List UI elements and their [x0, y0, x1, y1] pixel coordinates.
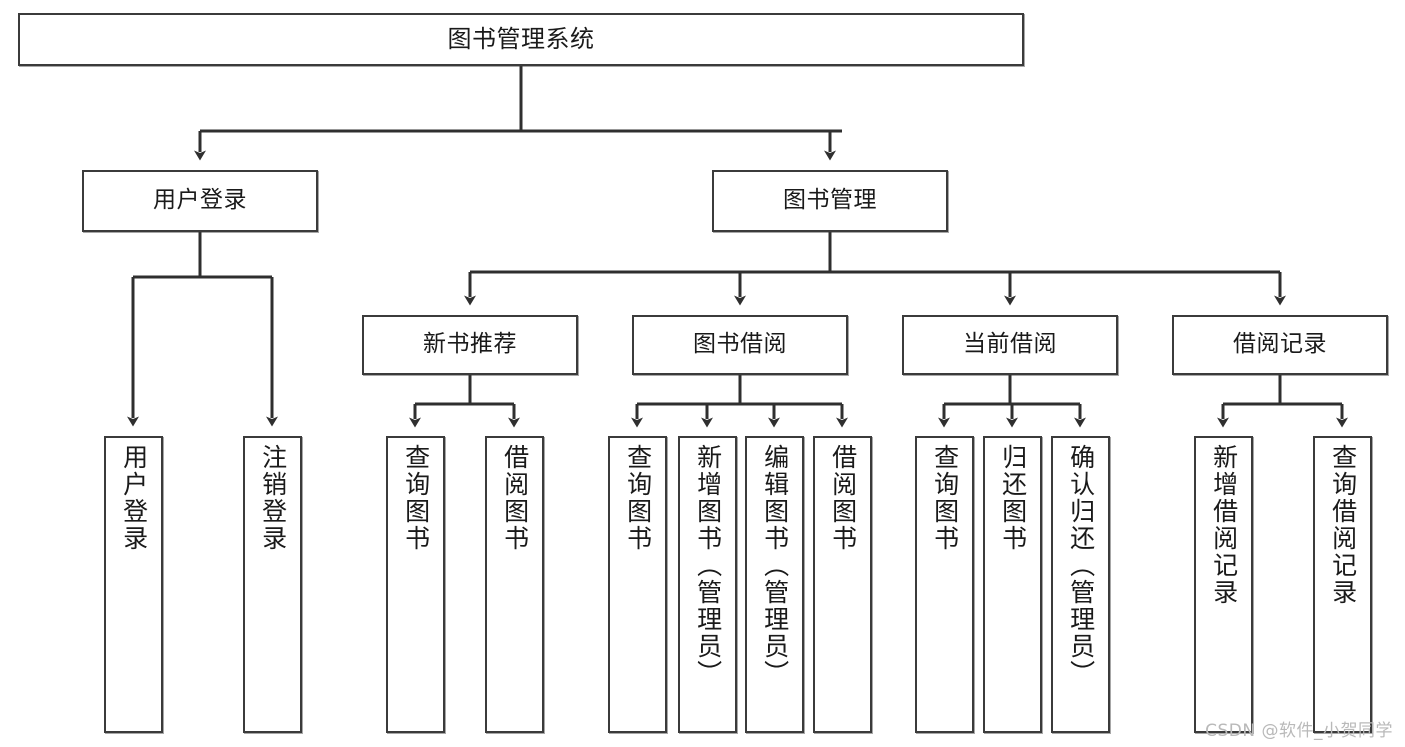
node-leaf-borrow-book-1-label: 借阅图书 [500, 444, 530, 552]
node-user-login[interactable]: 用户登录 [82, 170, 318, 232]
node-root[interactable]: 图书管理系统 [18, 13, 1024, 66]
csdn-watermark: CSDN @软件_小贺同学 [1205, 721, 1393, 741]
node-leaf-confirm-return-label: 确认归还（管理员） [1066, 444, 1096, 687]
node-leaf-logout-label: 注销登录 [258, 444, 288, 552]
node-leaf-add-record-label: 新增借阅记录 [1209, 444, 1239, 606]
node-leaf-return-book-label: 归还图书 [998, 444, 1028, 552]
node-leaf-borrow-book-2[interactable]: 借阅图书 [813, 436, 872, 733]
node-user-login-label: 用户登录 [153, 187, 247, 214]
node-leaf-borrow-book-1[interactable]: 借阅图书 [485, 436, 544, 733]
node-leaf-add-record[interactable]: 新增借阅记录 [1194, 436, 1253, 733]
node-book-borrow[interactable]: 图书借阅 [632, 315, 848, 375]
node-book-manage[interactable]: 图书管理 [712, 170, 948, 232]
node-leaf-return-book[interactable]: 归还图书 [983, 436, 1042, 733]
node-leaf-add-book[interactable]: 新增图书（管理员） [678, 436, 737, 733]
node-root-label: 图书管理系统 [447, 25, 595, 54]
node-leaf-query-record[interactable]: 查询借阅记录 [1313, 436, 1372, 733]
node-leaf-query-book-3-label: 查询图书 [930, 444, 960, 552]
node-new-book-recommend[interactable]: 新书推荐 [362, 315, 578, 375]
node-leaf-query-book-3[interactable]: 查询图书 [915, 436, 974, 733]
node-current-borrow-label: 当前借阅 [963, 331, 1057, 358]
node-book-borrow-label: 图书借阅 [693, 331, 787, 358]
node-borrow-record-label: 借阅记录 [1233, 331, 1327, 358]
node-book-manage-label: 图书管理 [783, 187, 877, 214]
node-leaf-user-login[interactable]: 用户登录 [104, 436, 163, 733]
node-leaf-query-book-2-label: 查询图书 [623, 444, 653, 552]
node-leaf-query-record-label: 查询借阅记录 [1328, 444, 1358, 606]
node-leaf-query-book-2[interactable]: 查询图书 [608, 436, 667, 733]
node-leaf-logout[interactable]: 注销登录 [243, 436, 302, 733]
node-leaf-add-book-label: 新增图书（管理员） [693, 444, 723, 687]
node-leaf-edit-book[interactable]: 编辑图书（管理员） [745, 436, 804, 733]
node-current-borrow[interactable]: 当前借阅 [902, 315, 1118, 375]
node-borrow-record[interactable]: 借阅记录 [1172, 315, 1388, 375]
node-leaf-edit-book-label: 编辑图书（管理员） [760, 444, 790, 687]
node-leaf-confirm-return[interactable]: 确认归还（管理员） [1051, 436, 1110, 733]
node-leaf-query-book-1[interactable]: 查询图书 [386, 436, 445, 733]
node-leaf-borrow-book-2-label: 借阅图书 [828, 444, 858, 552]
node-leaf-query-book-1-label: 查询图书 [401, 444, 431, 552]
node-new-book-recommend-label: 新书推荐 [423, 331, 517, 358]
node-leaf-user-login-label: 用户登录 [119, 444, 149, 552]
